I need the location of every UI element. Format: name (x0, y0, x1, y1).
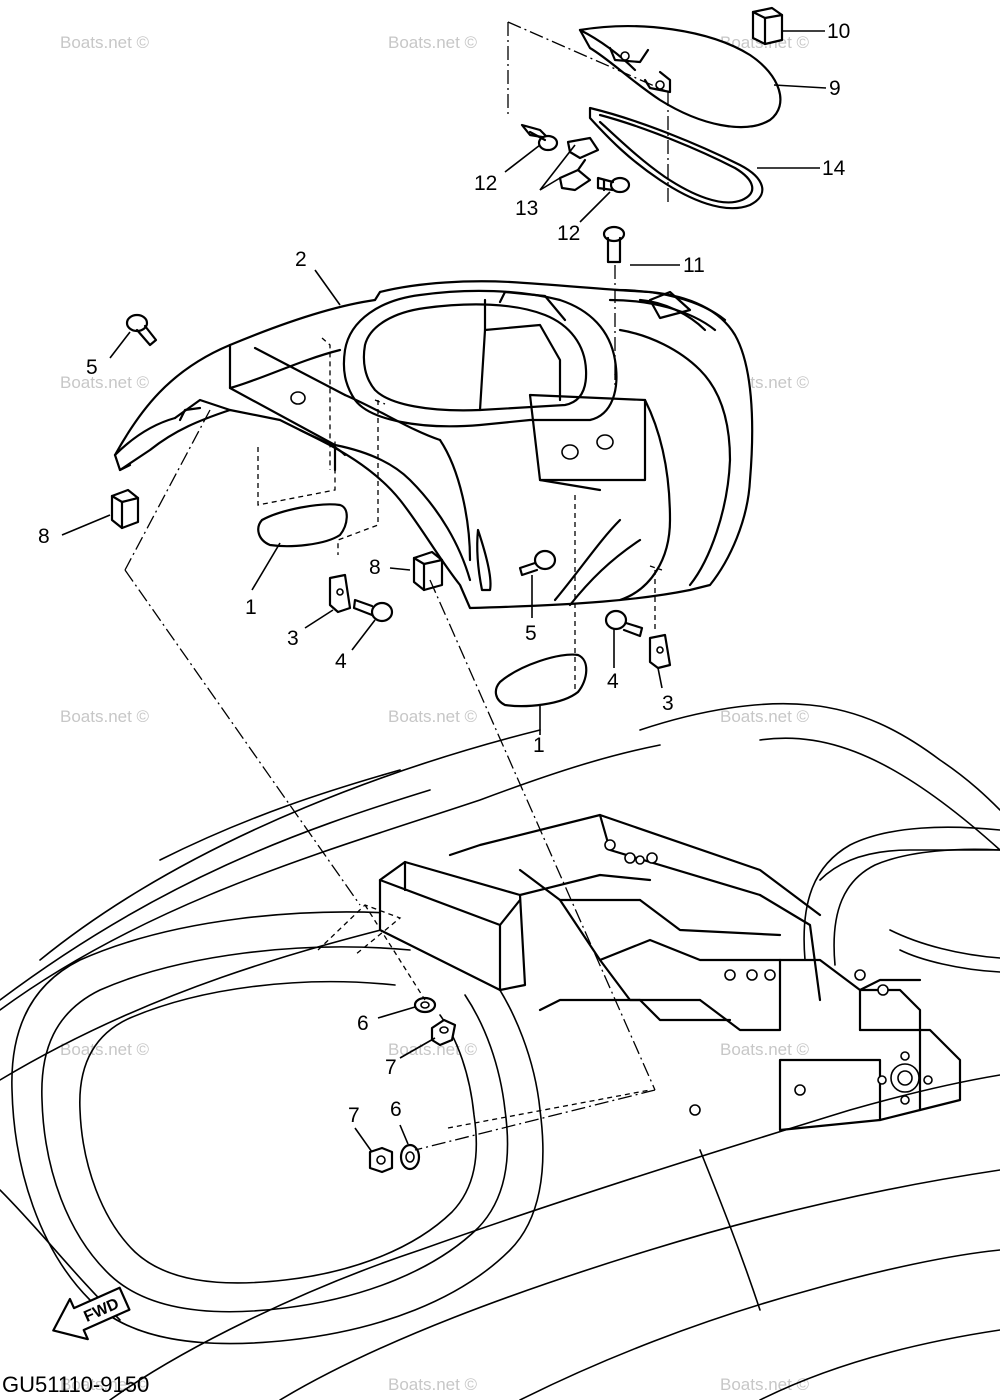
callout-9: 9 (829, 77, 841, 100)
watermark: Boats.net © (720, 1375, 810, 1394)
callout-12-lower: 12 (557, 222, 580, 245)
callout-8-right: 8 (369, 556, 381, 579)
watermark: Boats.net © (388, 707, 478, 726)
bracket-3-right (648, 633, 672, 670)
callout-8-left: 8 (38, 525, 50, 548)
callout-14: 14 (822, 157, 846, 180)
callout-5-right: 5 (525, 622, 537, 645)
watermark: Boats.net © (60, 1375, 150, 1394)
watermark: Boats.net © (388, 1375, 478, 1394)
watermark: Boats.net © (60, 1040, 150, 1059)
callout-6-lower: 6 (390, 1098, 402, 1121)
bolt-5-left (125, 313, 158, 347)
hinge-parts (520, 123, 631, 194)
watermark: Boats.net © (720, 707, 810, 726)
lid-clip-10 (751, 6, 784, 46)
bolt-4-right (604, 609, 644, 638)
storage-lid (578, 25, 782, 129)
callout-4-right: 4 (607, 670, 619, 693)
nut-7-lower (368, 1146, 394, 1174)
washer-6-lower (399, 1143, 421, 1171)
clip-8-left (110, 488, 140, 530)
watermark: Boats.net © (388, 1040, 478, 1059)
callout-3-left: 3 (287, 627, 299, 650)
bolt-5-right (518, 549, 557, 577)
callout-2: 2 (295, 248, 307, 271)
callout-10: 10 (827, 20, 850, 43)
callout-4-left: 4 (335, 650, 347, 673)
watermark: Boats.net © (60, 373, 150, 392)
pad-1-right (494, 653, 588, 708)
watermark: Boats.net © (720, 1040, 810, 1059)
bracket-3-left (328, 573, 352, 614)
watermark: Boats.net © (60, 33, 150, 52)
watermark: Boats.net © (388, 33, 478, 52)
forward-arrow: FWD (52, 1286, 131, 1341)
callout-1-right: 1 (533, 734, 545, 757)
watermark: Boats.net © (60, 707, 150, 726)
callout-12-upper: 12 (474, 172, 497, 195)
assembly-lines (124, 21, 669, 1151)
callout-7-upper: 7 (385, 1056, 397, 1079)
rear-deck-cover (113, 280, 754, 610)
callout-3-right: 3 (662, 692, 674, 715)
hull-deck (0, 702, 1000, 1400)
callout-11: 11 (683, 254, 705, 277)
screw-11 (602, 225, 626, 264)
bolt-4-left (352, 598, 394, 623)
lid-gasket (588, 106, 764, 210)
callout-labels: 10 9 14 11 12 13 12 2 5 8 8 1 3 4 5 4 3 … (38, 20, 850, 1127)
callout-7-lower: 7 (348, 1104, 360, 1127)
deck-mount-structure (378, 813, 962, 1132)
diagram-code: GU51110-9150 (2, 1372, 149, 1397)
callout-13: 13 (515, 197, 538, 220)
watermarks: Boats.net © Boats.net © Boats.net © Boat… (60, 33, 810, 1394)
pad-1-left (257, 503, 348, 548)
callout-1-left: 1 (245, 596, 257, 619)
clip-8-right (412, 550, 444, 592)
callout-6-upper: 6 (357, 1012, 369, 1035)
nut-7-upper (430, 1018, 457, 1047)
callout-5-left: 5 (86, 356, 98, 379)
leader-lines (61, 30, 827, 1153)
washer-6-upper (413, 996, 437, 1014)
